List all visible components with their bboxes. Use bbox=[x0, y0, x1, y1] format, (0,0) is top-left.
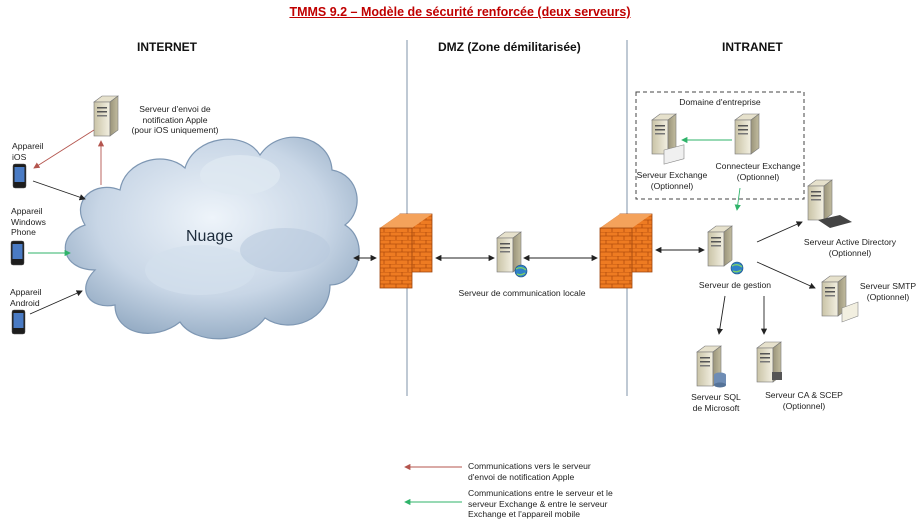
exchange-connector-icon bbox=[734, 113, 760, 155]
envelope-icon bbox=[841, 301, 859, 323]
keyboard-icon bbox=[818, 215, 852, 228]
lock-icon bbox=[772, 372, 782, 380]
firewall-intranet-icon bbox=[599, 213, 653, 289]
smtp-server-label: Serveur SMTP(Optionnel) bbox=[859, 281, 917, 302]
local-comm-server-label: Serveur de communication locale bbox=[458, 288, 586, 298]
zone-intranet-heading: INTRANET bbox=[722, 40, 783, 54]
ca-scep-server-label: Serveur CA & SCEP(Optionnel) bbox=[765, 390, 843, 411]
exchange-server-label: Serveur Exchange(Optionnel) bbox=[636, 170, 708, 191]
cloud-shape bbox=[64, 136, 360, 340]
zone-internet-heading: INTERNET bbox=[137, 40, 197, 54]
enterprise-domain-label: Domaine d'entreprise bbox=[679, 97, 761, 107]
apple-push-server-icon bbox=[93, 95, 119, 137]
exchange-connector-label: Connecteur Exchange(Optionnel) bbox=[715, 161, 801, 182]
database-icon bbox=[714, 375, 726, 385]
windows-phone-icon bbox=[10, 240, 25, 266]
diagram-title: TMMS 9.2 – Modèle de sécurité renforcée … bbox=[289, 5, 631, 19]
firewall-dmz-icon bbox=[379, 213, 433, 289]
active-directory-server-icon bbox=[807, 179, 833, 221]
zone-dmz-heading: DMZ (Zone démilitarisée) bbox=[438, 40, 581, 54]
management-server-label: Serveur de gestion bbox=[698, 280, 772, 290]
android-phone-icon bbox=[11, 309, 26, 335]
active-directory-label: Serveur Active Directory(Optionnel) bbox=[803, 237, 897, 258]
cloud-label: Nuage bbox=[186, 228, 234, 245]
ios-phone-icon bbox=[12, 163, 27, 189]
management-server-icon bbox=[707, 225, 733, 267]
enterprise-domain-box bbox=[635, 91, 805, 200]
